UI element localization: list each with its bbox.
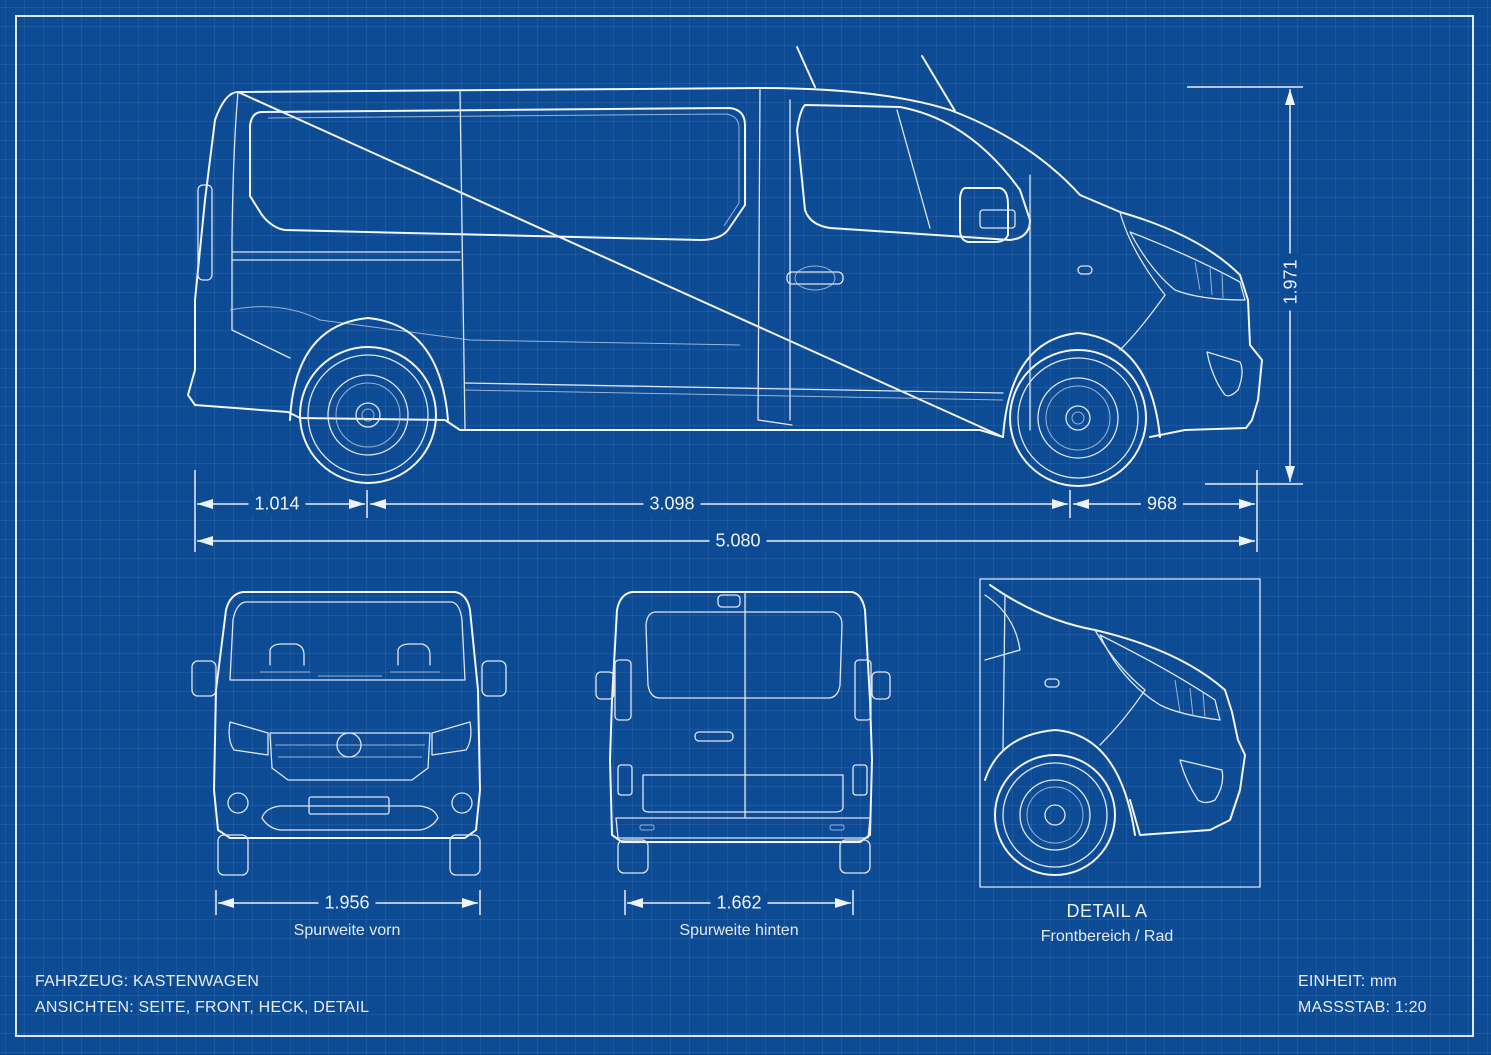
drawing-frame	[15, 15, 1474, 1037]
dim-overhang-rear: 1.014	[248, 493, 306, 515]
front-view-van	[191, 591, 507, 876]
scale-label: MASSSTAB: 1:20	[1298, 999, 1427, 1016]
views-label: ANSICHTEN: SEITE, FRONT, HECK, DETAIL	[35, 999, 370, 1016]
dim-track-rear: 1.662	[710, 892, 768, 914]
dim-height: 1.971	[1280, 253, 1302, 311]
caption-track-rear: Spurweite hinten	[679, 922, 799, 939]
dim-overhang-front: 968	[1140, 493, 1184, 515]
detail-caption: Frontbereich / Rad	[1040, 928, 1174, 945]
title-block-left: FAHRZEUG: KASTENWAGEN ANSICHTEN: SEITE, …	[35, 969, 369, 1021]
unit-label: EINHEIT: mm	[1298, 973, 1398, 990]
side-view-van	[187, 46, 1263, 487]
dim-wheelbase: 3.098	[643, 493, 701, 515]
rear-view-van	[595, 591, 891, 874]
dim-track-front: 1.956	[318, 892, 376, 914]
detail-title: DETAIL A	[1066, 901, 1148, 921]
title-block-right: EINHEIT: mm MASSSTAB: 1:20	[1298, 969, 1427, 1021]
dim-overall-length: 5.080	[709, 530, 767, 552]
caption-track-front: Spurweite vorn	[293, 922, 401, 939]
detail-a-view	[979, 578, 1261, 888]
vehicle-type-label: FAHRZEUG: KASTENWAGEN	[35, 973, 260, 990]
